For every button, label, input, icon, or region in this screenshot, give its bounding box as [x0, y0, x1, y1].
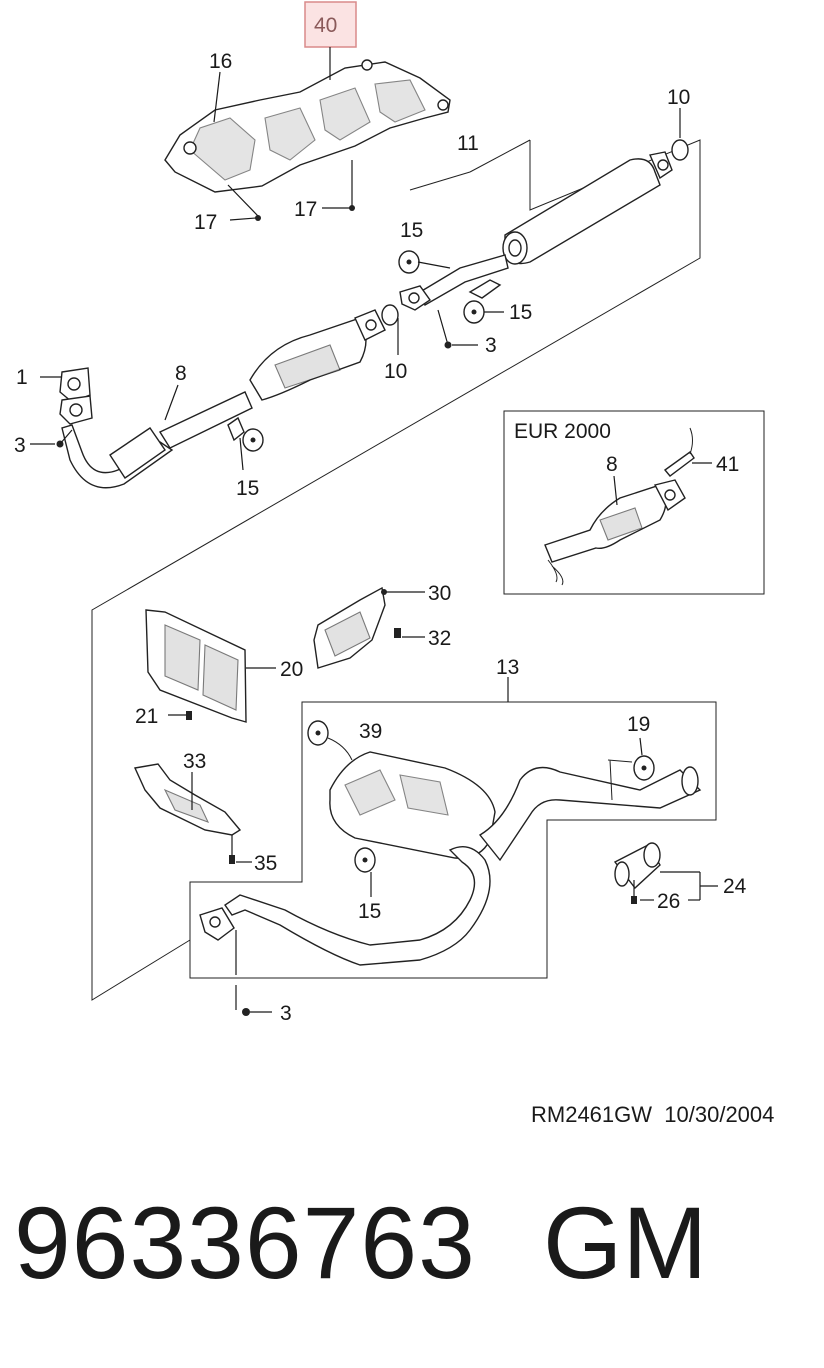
callout-30[interactable]: 30 [428, 582, 451, 605]
drawing-id: RM2461GW [531, 1102, 653, 1127]
inset-title: EUR 2000 [514, 420, 611, 443]
brand-label: GM [543, 1186, 708, 1300]
callout-13[interactable]: 13 [496, 656, 519, 679]
callout-40[interactable]: 40 [314, 14, 337, 37]
callout-39[interactable]: 39 [359, 720, 382, 743]
part-number: 96336763 [14, 1186, 476, 1300]
callout-15b[interactable]: 15 [509, 301, 532, 324]
inset-callout-41[interactable]: 41 [716, 453, 739, 476]
callout-3c[interactable]: 3 [280, 1002, 292, 1025]
heat-shield-20 [145, 609, 247, 723]
eur2000-converter [544, 427, 695, 586]
drawing-id-and-date: RM2461GW 10/30/2004 [531, 1102, 774, 1128]
callout-20[interactable]: 20 [280, 658, 303, 681]
callout-19[interactable]: 19 [627, 713, 650, 736]
gasket-10b [381, 304, 399, 326]
eur2000-inset-frame [503, 410, 765, 595]
callout-15d[interactable]: 15 [358, 900, 381, 923]
heat-shield-30 [313, 586, 386, 669]
callout-17b[interactable]: 17 [294, 198, 317, 221]
callout-26[interactable]: 26 [657, 890, 680, 913]
group-outline-front [91, 139, 701, 1001]
callout-10b[interactable]: 10 [384, 360, 407, 383]
callout-33[interactable]: 33 [183, 750, 206, 773]
callout-24[interactable]: 24 [723, 875, 747, 898]
callout-3b[interactable]: 3 [14, 434, 26, 457]
tailpipe-tip-24 [613, 842, 661, 890]
callout-8[interactable]: 8 [175, 362, 187, 385]
rear-group-outline [189, 677, 717, 979]
callout-1[interactable]: 1 [16, 366, 28, 389]
callout-15a[interactable]: 15 [400, 219, 423, 242]
callout-16[interactable]: 16 [209, 50, 232, 73]
callout-21[interactable]: 21 [135, 705, 158, 728]
gasket-10a [671, 139, 689, 161]
highlight-box-40[interactable] [304, 1, 357, 48]
callout-3a[interactable]: 3 [485, 334, 497, 357]
callout-11[interactable]: 11 [457, 132, 479, 155]
callout-10a[interactable]: 10 [667, 86, 690, 109]
callout-32[interactable]: 32 [428, 627, 451, 650]
inset-callout-8[interactable]: 8 [606, 453, 618, 476]
rear-muffler-13 [199, 751, 702, 966]
callout-35[interactable]: 35 [254, 852, 277, 875]
heat-shield-33 [133, 763, 242, 836]
heat-shield-16 [164, 59, 451, 193]
drawing-date: 10/30/2004 [664, 1102, 775, 1127]
center-muffler-11 [419, 151, 673, 307]
callout-15c[interactable]: 15 [236, 477, 259, 500]
front-pipe-catalytic-converter-8 [59, 309, 386, 489]
callout-17a[interactable]: 17 [194, 211, 217, 234]
